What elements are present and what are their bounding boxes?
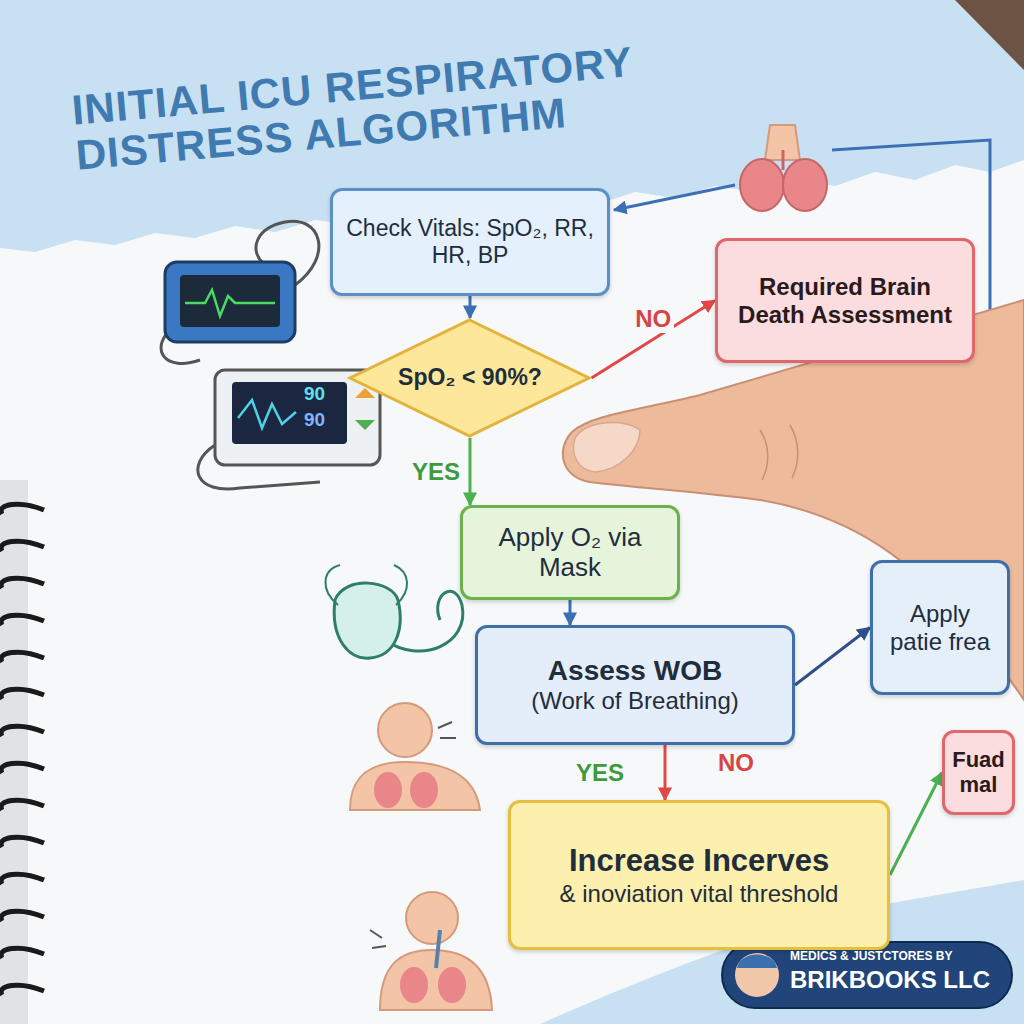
spiral-ring — [1, 911, 44, 921]
node-heading: Increase Incerves — [523, 843, 875, 880]
mask-shell — [334, 583, 400, 658]
connector — [468, 438, 471, 505]
action-box: Increase Incerves& inoviation vital thre… — [508, 800, 890, 950]
lung — [740, 159, 784, 211]
spiral-ring — [1, 874, 44, 884]
button-down — [355, 420, 375, 430]
process-box: Assess WOB(Work of Breathing) — [475, 625, 795, 745]
lung — [400, 967, 428, 1003]
lung — [410, 772, 438, 808]
spiral-ring — [1, 689, 44, 699]
connector — [469, 296, 472, 318]
action-box: Apply O₂ via Mask — [460, 505, 680, 600]
intubated-patient-icon — [370, 892, 492, 1010]
mask-strap — [325, 565, 407, 605]
head — [406, 892, 458, 944]
monitor-body — [165, 262, 295, 342]
node-content: Apply O₂ via Mask — [475, 522, 665, 583]
publisher-badge — [722, 942, 1012, 1008]
badge-face — [735, 953, 779, 997]
edge-label: YES — [409, 458, 463, 486]
node-body: & inoviation vital threshold — [523, 879, 875, 907]
lung — [374, 772, 402, 808]
node-heading: Assess WOB — [490, 654, 780, 687]
oxygen-mask-icon — [325, 565, 462, 658]
node-content: SpO₂ < 90%? — [398, 364, 542, 391]
connector — [569, 600, 572, 625]
decision-diamond: SpO₂ < 90%? — [348, 318, 591, 438]
lung — [438, 967, 466, 1003]
diamond-shape — [350, 320, 589, 436]
node-heading: Apply O₂ via Mask — [475, 522, 665, 583]
distress-mark — [370, 930, 386, 948]
node-content: Required Brain Death Assessment — [730, 272, 960, 329]
spiral-ring — [1, 652, 44, 662]
oximeter-icon — [198, 370, 380, 489]
lung — [783, 159, 827, 211]
publisher-line: MEDICS & JUSTCTORES BY — [790, 950, 952, 963]
terminal-box: Fuad mal — [942, 730, 1015, 815]
node-heading: Apply patie frea — [881, 599, 999, 656]
trachea — [782, 150, 785, 170]
monitor-screen — [180, 275, 280, 327]
spiral-ring — [1, 763, 44, 773]
connector — [592, 301, 716, 379]
desk-corner — [955, 0, 1024, 70]
spo2-reading: 90 — [304, 410, 325, 431]
node-content: Assess WOB(Work of Breathing) — [490, 654, 780, 715]
terminal-box: Required Brain Death Assessment — [715, 238, 975, 363]
pulse-trace — [185, 290, 275, 316]
spo2-reading: 90 — [304, 384, 325, 405]
spiral-ring — [1, 504, 44, 514]
badge-cap — [737, 955, 777, 969]
oximeter-screen — [232, 382, 347, 444]
knuckle-crease — [760, 425, 798, 480]
connector — [795, 628, 870, 686]
node-heading: Fuad mal — [951, 747, 1006, 799]
head — [378, 703, 432, 757]
branch-label: NO — [718, 750, 754, 776]
connector — [664, 745, 667, 800]
breathing-patient-icon — [350, 703, 480, 810]
connector — [890, 773, 942, 876]
airway-icon — [740, 125, 827, 211]
badge-pill — [722, 942, 1012, 1008]
spiral-ring — [1, 985, 44, 995]
publisher-name: BRIKBOOKS LLC — [790, 967, 990, 993]
process-box: Check Vitals: SpO₂, RR, HR, BP — [330, 188, 610, 296]
process-box: Apply patie frea — [870, 560, 1010, 695]
spiral-ring — [1, 800, 44, 810]
return-arrow — [614, 185, 735, 210]
edge-label: YES — [573, 759, 627, 787]
node-heading: SpO₂ < 90%? — [398, 364, 542, 391]
node-content: Fuad mal — [951, 747, 1006, 799]
node-heading: Check Vitals: SpO₂, RR, HR, BP — [345, 215, 595, 269]
spiral-ring — [1, 541, 44, 551]
node-content: Apply patie frea — [881, 599, 999, 656]
spiral-ring — [1, 578, 44, 588]
breath-mark — [438, 722, 456, 738]
pleth-trace — [238, 400, 296, 428]
edge-label: NO — [632, 305, 674, 333]
node-body: (Work of Breathing) — [490, 687, 780, 715]
spiral-ring — [1, 837, 44, 847]
spiral-ring — [1, 615, 44, 625]
page-edge — [0, 480, 28, 1024]
node-heading: Required Brain Death Assessment — [730, 272, 960, 329]
fingernail — [574, 422, 640, 472]
endotracheal-tube — [436, 930, 440, 968]
spiral-ring — [1, 726, 44, 736]
node-content: Increase Incerves& inoviation vital thre… — [523, 843, 875, 908]
vitals-monitor-icon — [161, 221, 319, 363]
spiral-ring — [1, 948, 44, 958]
node-content: Check Vitals: SpO₂, RR, HR, BP — [345, 215, 595, 269]
oximeter-body — [215, 370, 380, 465]
torso — [350, 762, 480, 810]
spiral-binding — [1, 504, 44, 995]
